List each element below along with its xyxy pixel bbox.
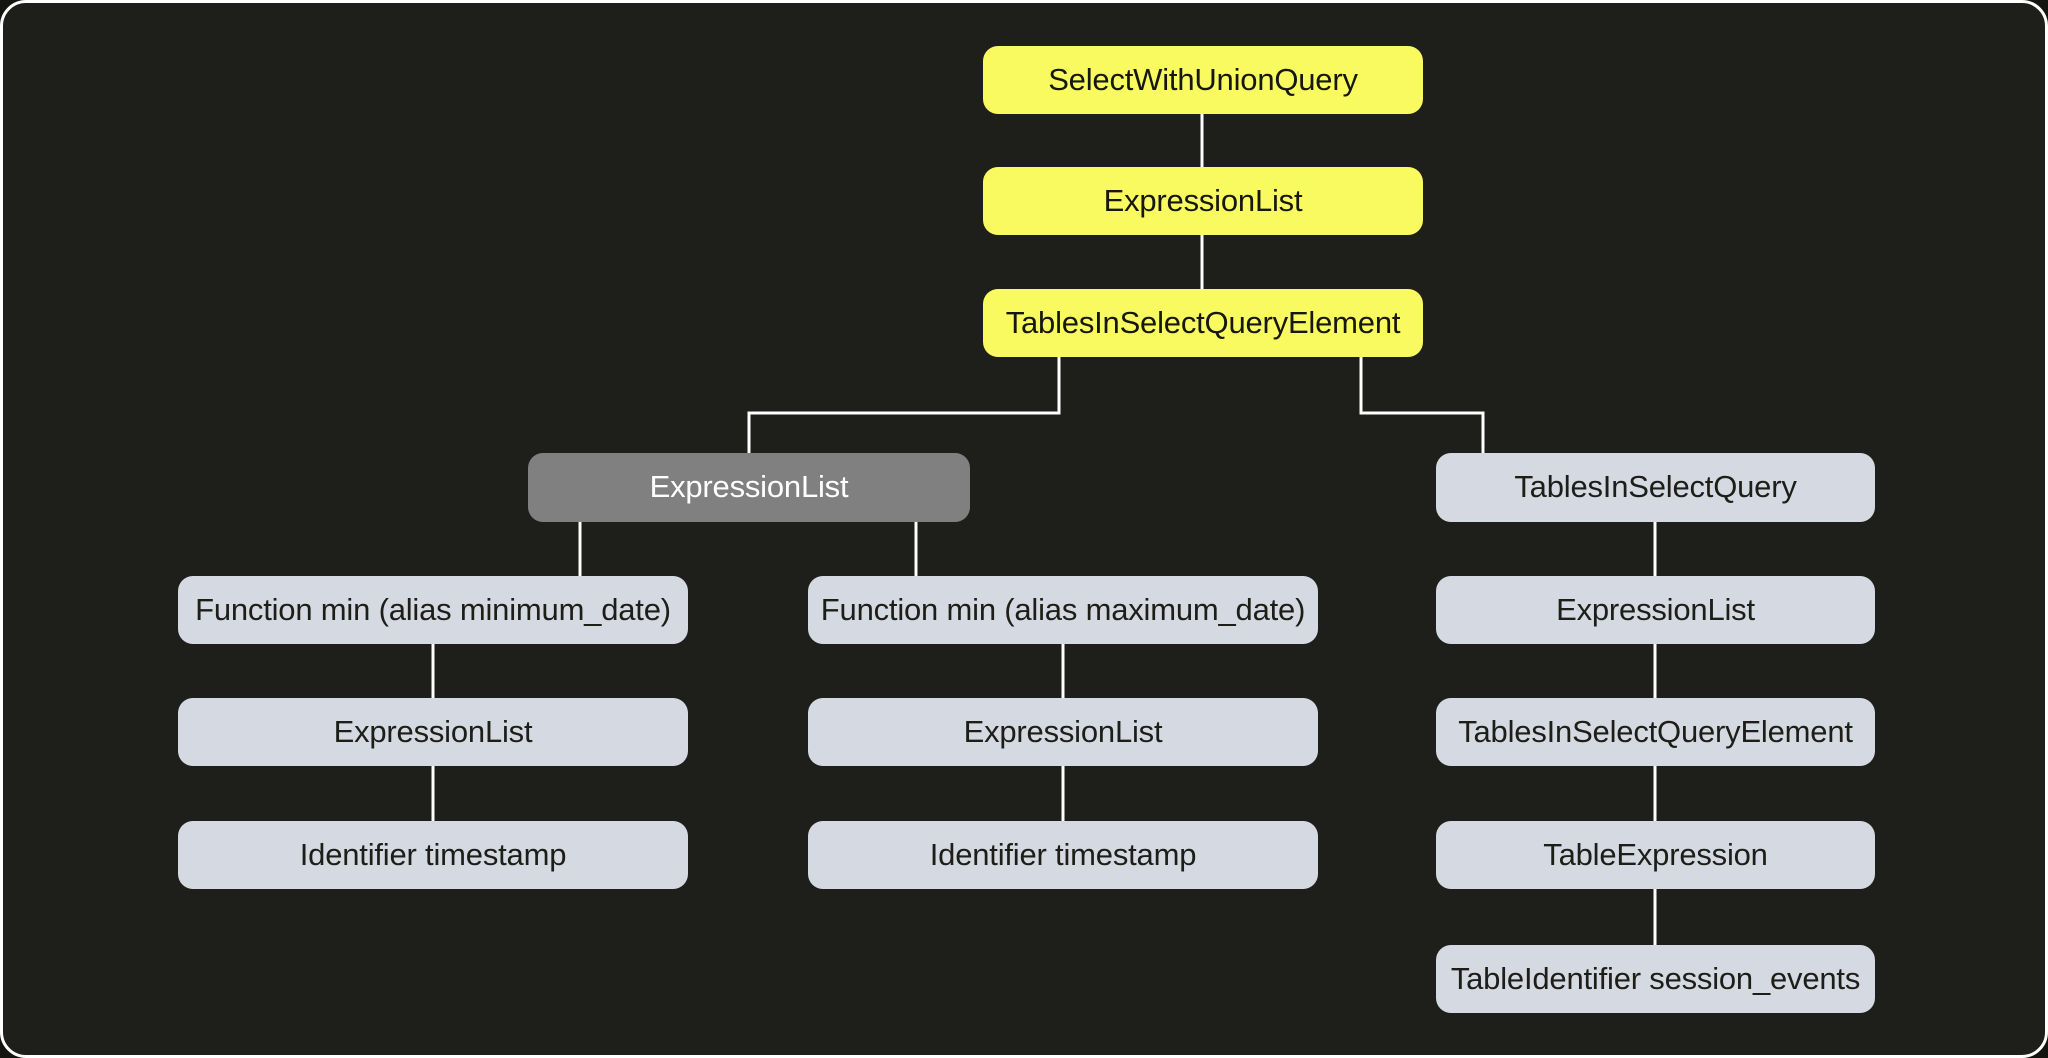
tree-node-label: Identifier timestamp — [299, 836, 567, 872]
tree-node-n13[interactable]: TableExpression — [1436, 821, 1875, 889]
tree-node-label: Function min (alias minimum_date) — [195, 591, 671, 627]
tree-node-label: ExpressionList — [649, 469, 849, 505]
tree-node-n9[interactable]: ExpressionList — [808, 698, 1318, 766]
tree-node-label: TablesInSelectQuery — [1514, 469, 1797, 505]
tree-node-n3[interactable]: ExpressionList — [528, 453, 970, 522]
tree-node-n6[interactable]: Function min (alias maximum_date) — [808, 576, 1318, 644]
tree-node-n11[interactable]: Identifier timestamp — [178, 821, 688, 889]
tree-node-n0[interactable]: SelectWithUnionQuery — [983, 46, 1423, 114]
tree-node-label: TablesInSelectQueryElement — [1005, 304, 1401, 340]
tree-node-label: TableExpression — [1543, 836, 1768, 872]
tree-node-label: ExpressionList — [963, 713, 1163, 749]
tree-node-n1[interactable]: ExpressionList — [983, 167, 1423, 235]
tree-node-label: Identifier timestamp — [929, 836, 1197, 872]
tree-node-label: TableIdentifier session_events — [1450, 960, 1861, 996]
tree-node-n4[interactable]: TablesInSelectQuery — [1436, 453, 1875, 522]
edge-n2-n3 — [747, 357, 1061, 453]
tree-node-label: ExpressionList — [333, 713, 533, 749]
tree-node-label: Function min (alias maximum_date) — [820, 591, 1306, 627]
tree-node-n12[interactable]: Identifier timestamp — [808, 821, 1318, 889]
tree-node-n7[interactable]: ExpressionList — [1436, 576, 1875, 644]
tree-node-n8[interactable]: ExpressionList — [178, 698, 688, 766]
tree-node-n14[interactable]: TableIdentifier session_events — [1436, 945, 1875, 1013]
tree-node-label: ExpressionList — [1556, 591, 1755, 627]
tree-node-n10[interactable]: TablesInSelectQueryElement — [1436, 698, 1875, 766]
tree-node-label: TablesInSelectQueryElement — [1458, 713, 1853, 749]
tree-node-label: ExpressionList — [1103, 182, 1303, 218]
tree-node-n2[interactable]: TablesInSelectQueryElement — [983, 289, 1423, 357]
tree-node-label: SelectWithUnionQuery — [1048, 61, 1358, 97]
tree-node-n5[interactable]: Function min (alias minimum_date) — [178, 576, 688, 644]
edge-n2-n4 — [1359, 357, 1485, 453]
edge-layer — [431, 114, 1657, 945]
